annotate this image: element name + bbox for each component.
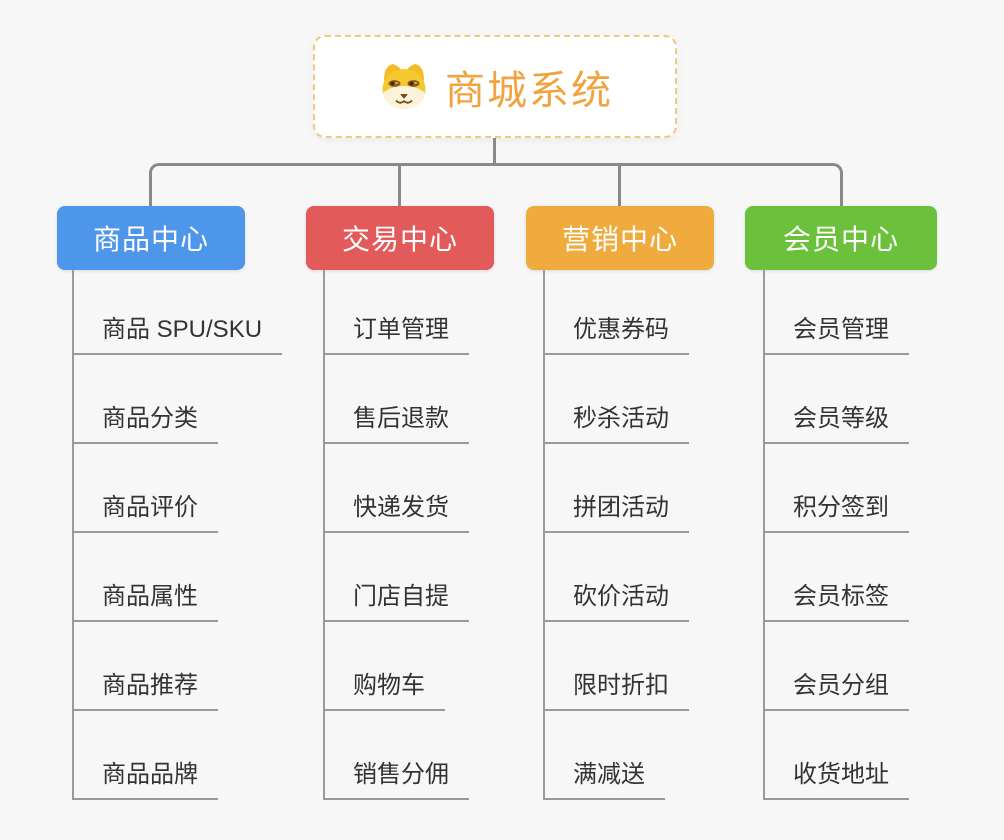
- leaf-node[interactable]: 满减送: [545, 711, 665, 800]
- leaf-node[interactable]: 会员管理: [765, 270, 909, 355]
- leaf-node[interactable]: 门店自提: [325, 533, 469, 622]
- leaf-column-marketing-center: 优惠券码 秒杀活动 拼团活动 砍价活动 限时折扣 满减送: [543, 270, 689, 800]
- leaf-node[interactable]: 购物车: [325, 622, 445, 711]
- leaf-node[interactable]: 拼团活动: [545, 444, 689, 533]
- root-node-title: 商城系统: [445, 68, 613, 113]
- connector-root-stub: [493, 138, 496, 164]
- branch-label: 商品中心: [92, 224, 209, 255]
- leaf-node[interactable]: 快递发货: [325, 444, 469, 533]
- root-node-mall-system[interactable]: 商城系统: [313, 35, 677, 138]
- leaf-node[interactable]: 商品 SPU/SKU: [74, 270, 283, 355]
- connector-bus: [149, 163, 843, 207]
- connector-stub-branch-3: [618, 165, 621, 207]
- leaf-node[interactable]: 砍价活动: [545, 533, 689, 622]
- leaf-node[interactable]: 会员分组: [765, 622, 909, 711]
- leaf-node[interactable]: 商品评价: [74, 444, 218, 533]
- leaf-node[interactable]: 优惠券码: [545, 270, 689, 355]
- branch-node-marketing-center[interactable]: 营销中心: [526, 206, 714, 270]
- leaf-node[interactable]: 会员等级: [765, 355, 909, 444]
- branch-node-product-center[interactable]: 商品中心: [57, 206, 245, 270]
- leaf-node[interactable]: 秒杀活动: [545, 355, 689, 444]
- leaf-column-trade-center: 订单管理 售后退款 快递发货 门店自提 购物车 销售分佣: [323, 270, 469, 800]
- branch-label: 营销中心: [561, 224, 678, 255]
- leaf-node[interactable]: 会员标签: [765, 533, 909, 622]
- leaf-node[interactable]: 商品属性: [74, 533, 218, 622]
- branch-node-trade-center[interactable]: 交易中心: [306, 206, 494, 270]
- leaf-node[interactable]: 限时折扣: [545, 622, 689, 711]
- leaf-node[interactable]: 商品分类: [74, 355, 218, 444]
- leaf-column-member-center: 会员管理 会员等级 积分签到 会员标签 会员分组 收货地址: [763, 270, 909, 800]
- leaf-node[interactable]: 商品推荐: [74, 622, 218, 711]
- dog-face-icon: [382, 63, 426, 109]
- leaf-node[interactable]: 商品品牌: [74, 711, 218, 800]
- branch-label: 交易中心: [341, 224, 458, 255]
- connector-stub-branch-2: [398, 165, 401, 207]
- leaf-column-product-center: 商品 SPU/SKU 商品分类 商品评价 商品属性 商品推荐 商品品牌: [72, 270, 283, 800]
- branch-node-member-center[interactable]: 会员中心: [745, 206, 937, 270]
- leaf-node[interactable]: 订单管理: [325, 270, 469, 355]
- leaf-node[interactable]: 销售分佣: [325, 711, 469, 800]
- leaf-node[interactable]: 收货地址: [765, 711, 909, 800]
- branch-label: 会员中心: [782, 224, 899, 255]
- leaf-node[interactable]: 积分签到: [765, 444, 909, 533]
- leaf-node[interactable]: 售后退款: [325, 355, 469, 444]
